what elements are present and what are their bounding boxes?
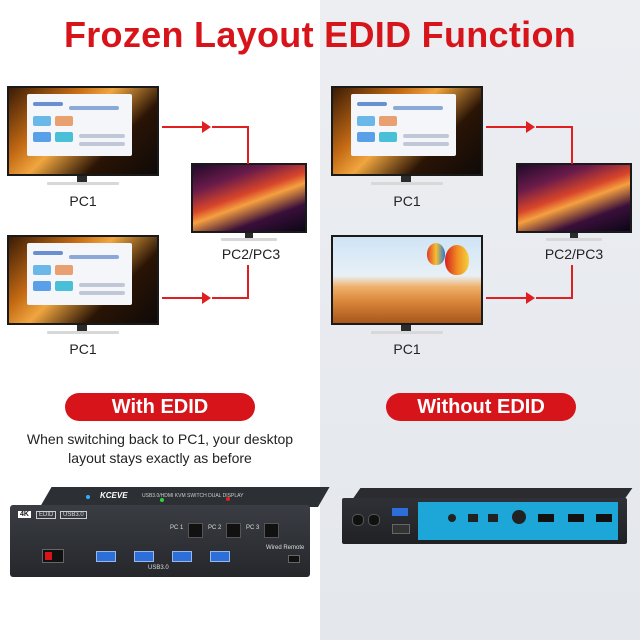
connector-line bbox=[571, 265, 573, 299]
model-text: USB3.0/HDMI KVM SWITCH DUAL DISPLAY bbox=[142, 493, 244, 499]
label-pc1-top-left: PC1 bbox=[69, 193, 97, 209]
led-indicator bbox=[86, 495, 90, 499]
usb-port[interactable] bbox=[538, 514, 554, 522]
usb-port[interactable] bbox=[210, 551, 230, 562]
audio-jack[interactable] bbox=[352, 514, 364, 526]
led-indicator bbox=[160, 498, 164, 502]
power-switch[interactable] bbox=[42, 549, 64, 563]
arrow-right-icon bbox=[526, 292, 535, 304]
connector-line bbox=[212, 126, 248, 128]
usb-port[interactable] bbox=[392, 508, 408, 516]
connector-line bbox=[212, 297, 248, 299]
pc3-button[interactable] bbox=[264, 523, 279, 538]
monitor-pc23-left bbox=[191, 163, 307, 243]
arrow-right-icon bbox=[202, 292, 211, 304]
monitor-pc1-bottom-left bbox=[7, 235, 159, 337]
pc3-label: PC 3 bbox=[246, 525, 260, 531]
connector-line bbox=[486, 126, 528, 128]
badge-edid: EDID bbox=[36, 511, 57, 519]
balloon-icon bbox=[445, 245, 469, 275]
without-edid-badge: Without EDID bbox=[386, 393, 576, 421]
page-title: Frozen Layout EDID Function bbox=[63, 14, 577, 55]
usb-label: USB3.0 bbox=[148, 565, 169, 571]
button-icon[interactable] bbox=[448, 514, 456, 522]
connector-line bbox=[571, 126, 573, 164]
usb-port[interactable] bbox=[596, 514, 612, 522]
connector-line bbox=[536, 297, 572, 299]
monitor-pc1-top-right bbox=[331, 86, 483, 188]
monitor-pc1-bottom-right bbox=[331, 235, 483, 337]
kvm-switch-device: 4K EDID USB3.0 USB3.0 PC 1 PC 2 PC 3 Wir… bbox=[10, 487, 330, 587]
connector-line bbox=[486, 297, 528, 299]
caption-line-2: layout stays exactly as before bbox=[68, 450, 252, 466]
device-front: 4K EDID USB3.0 USB3.0 PC 1 PC 2 PC 3 Wir… bbox=[10, 505, 310, 577]
monitor-pc1-top-left bbox=[7, 86, 159, 188]
button-icon[interactable] bbox=[488, 514, 498, 522]
usb-port[interactable] bbox=[172, 551, 192, 562]
button-icon[interactable] bbox=[468, 514, 478, 522]
badge-4k: 4K bbox=[18, 511, 31, 518]
usb-port[interactable] bbox=[392, 524, 410, 534]
pc1-label: PC 1 bbox=[170, 525, 184, 531]
badge-usb: USB3.0 bbox=[60, 511, 87, 519]
label-pc1-top-right: PC1 bbox=[393, 193, 421, 209]
usb-port[interactable] bbox=[134, 551, 154, 562]
pc2-label: PC 2 bbox=[208, 525, 222, 531]
audio-jack[interactable] bbox=[368, 514, 380, 526]
arrow-right-icon bbox=[526, 121, 535, 133]
caption-line-1: When switching back to PC1, your desktop bbox=[26, 431, 294, 447]
with-edid-badge: With EDID bbox=[65, 393, 255, 421]
wired-remote-label: Wired Remote bbox=[266, 545, 305, 551]
label-pc1-bottom-left: PC1 bbox=[69, 341, 97, 357]
label-pc1-bottom-right: PC1 bbox=[393, 341, 421, 357]
pc1-button[interactable] bbox=[188, 523, 203, 538]
brand-logo: KCEVE bbox=[100, 491, 128, 500]
arrow-right-icon bbox=[202, 121, 211, 133]
connector-line bbox=[247, 126, 249, 164]
pc2-button[interactable] bbox=[226, 523, 241, 538]
usb-port[interactable] bbox=[96, 551, 116, 562]
usb-port[interactable] bbox=[568, 514, 584, 522]
knob-icon[interactable] bbox=[512, 510, 526, 524]
label-pc23-right: PC2/PC3 bbox=[544, 246, 604, 262]
remote-port[interactable] bbox=[288, 555, 300, 563]
balloon-icon bbox=[427, 243, 445, 265]
connector-line bbox=[162, 297, 204, 299]
caption-text: When switching back to PC1, your desktop… bbox=[10, 430, 310, 468]
monitor-pc23-right bbox=[516, 163, 632, 243]
generic-kvm-device bbox=[342, 488, 633, 548]
connector-line bbox=[247, 265, 249, 299]
connector-line bbox=[162, 126, 204, 128]
connector-line bbox=[536, 126, 572, 128]
label-pc23-left: PC2/PC3 bbox=[221, 246, 281, 262]
led-indicator bbox=[226, 497, 230, 501]
